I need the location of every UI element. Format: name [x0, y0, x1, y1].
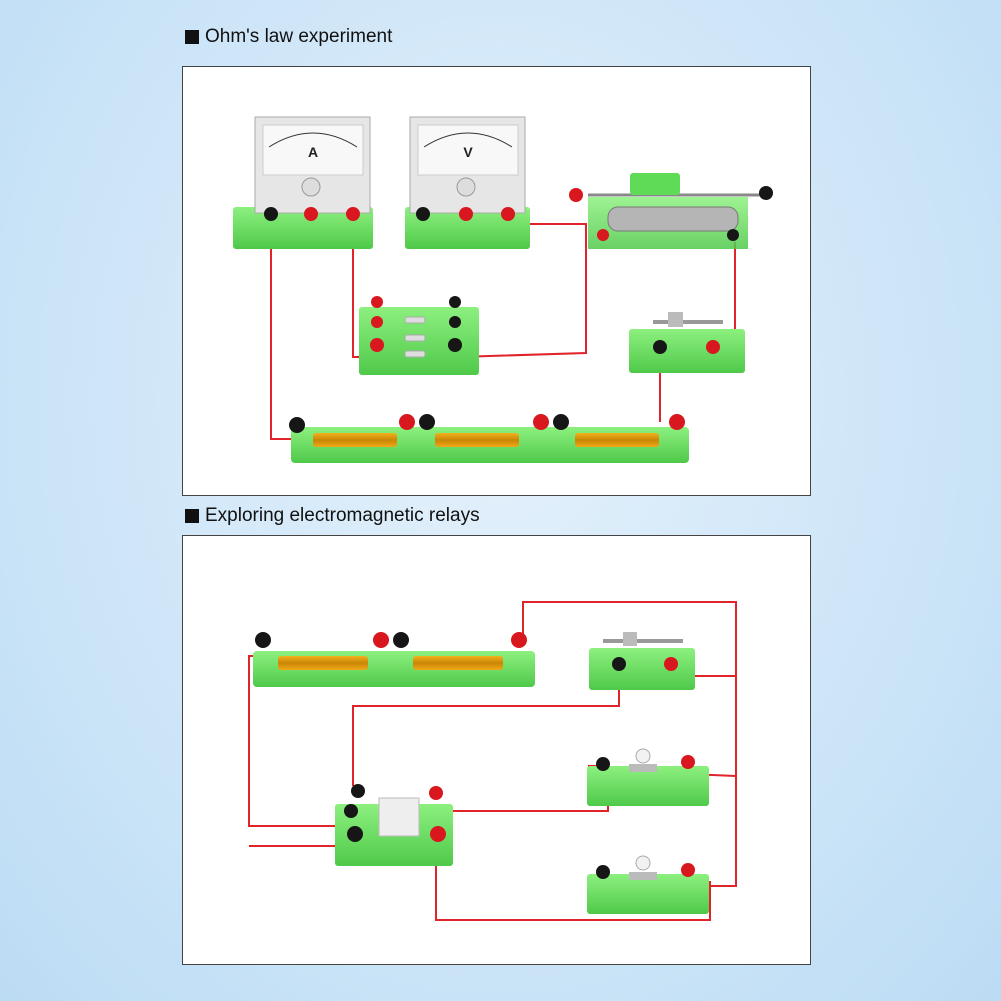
- battery-holder: [253, 632, 535, 687]
- section-title-text: Ohm's law experiment: [205, 26, 393, 47]
- ohms-law-circuit-illustration: A V: [233, 116, 773, 463]
- sliding-rheostat: [569, 173, 773, 249]
- ammeter-symbol: A: [308, 144, 318, 160]
- relay-board: [335, 784, 453, 866]
- knife-switch: [629, 312, 745, 373]
- section-title-text: Exploring electromagnetic relays: [205, 505, 480, 526]
- section-title-relays: Exploring electromagnetic relays: [185, 505, 480, 527]
- bullet-square-icon: [185, 30, 199, 44]
- lamp-board-upper: [587, 748, 709, 806]
- voltmeter: V: [405, 116, 530, 249]
- section-title-ohms-law: Ohm's law experiment: [185, 26, 392, 48]
- voltmeter-symbol: V: [463, 144, 473, 160]
- ammeter: A: [233, 116, 373, 249]
- relay-panel: [182, 535, 811, 965]
- bullet-square-icon: [185, 509, 199, 523]
- knife-switch: [589, 632, 695, 690]
- relay-circuit-illustration: [248, 601, 737, 921]
- resistor-board: [359, 296, 479, 375]
- lamp-board-lower: [587, 855, 709, 914]
- battery-holder: [289, 414, 689, 463]
- ohms-law-panel: A V: [182, 66, 811, 496]
